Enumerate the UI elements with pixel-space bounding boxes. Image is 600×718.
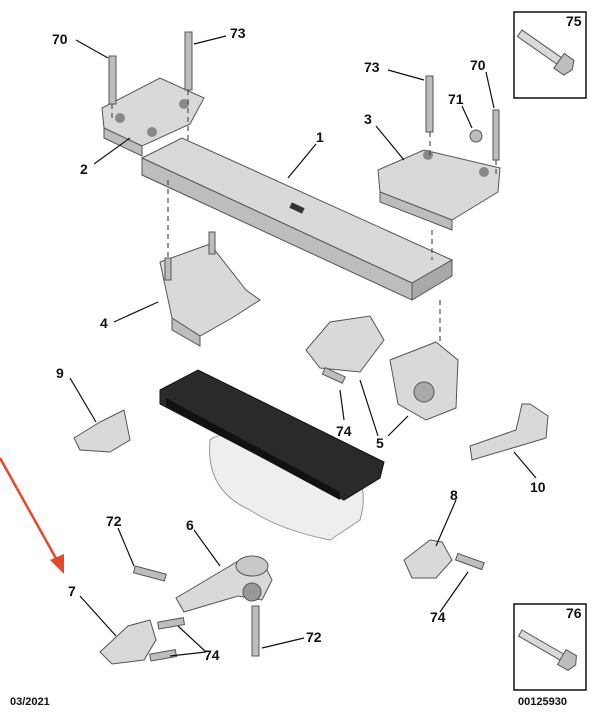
label-9: 9 <box>56 365 64 381</box>
label-7: 7 <box>68 583 76 599</box>
part-1-plate <box>140 137 454 301</box>
label-74-middle: 74 <box>336 423 352 439</box>
callout-labels: 70 73 2 1 73 70 71 3 4 9 74 5 10 8 72 6 … <box>52 25 546 663</box>
label-70-right: 70 <box>470 57 486 73</box>
label-4: 4 <box>100 315 108 331</box>
label-8: 8 <box>450 487 458 503</box>
label-74-bottom-left: 74 <box>204 647 220 663</box>
leader-lines <box>69 35 537 657</box>
subframe-and-engine <box>159 369 385 541</box>
part-3-bracket <box>377 149 501 231</box>
label-76: 76 <box>566 605 582 621</box>
label-75: 75 <box>566 13 582 29</box>
label-6: 6 <box>186 517 194 533</box>
part-5-mounts <box>305 315 459 421</box>
label-72-bottom: 72 <box>306 629 322 645</box>
label-5: 5 <box>376 435 384 451</box>
label-73-right: 73 <box>364 59 380 75</box>
label-2: 2 <box>80 161 88 177</box>
label-73-top: 73 <box>230 25 246 41</box>
label-70-top-left: 70 <box>52 31 68 47</box>
part-4-mount <box>159 231 261 347</box>
inset-box-75: 75 <box>513 11 587 99</box>
assembly-dash-lines <box>111 90 497 342</box>
part-10-bracket <box>469 403 549 461</box>
footer-reference: 00125930 <box>518 696 567 708</box>
label-10: 10 <box>530 479 546 495</box>
part-2-bracket <box>101 77 205 157</box>
red-pointer-arrow <box>0 457 64 574</box>
label-1: 1 <box>316 129 324 145</box>
part-8-bracket <box>403 539 453 579</box>
part-9-bracket <box>73 409 131 453</box>
bolts <box>108 31 500 662</box>
label-3: 3 <box>364 111 372 127</box>
label-71: 71 <box>448 91 464 107</box>
part-7-bracket <box>99 619 157 665</box>
label-72-left: 72 <box>106 513 122 529</box>
part-6-torque-rod <box>175 555 273 613</box>
label-74-bottom-right: 74 <box>430 609 446 625</box>
footer-date: 03/2021 <box>10 696 50 708</box>
inset-box-76: 76 <box>513 603 587 691</box>
